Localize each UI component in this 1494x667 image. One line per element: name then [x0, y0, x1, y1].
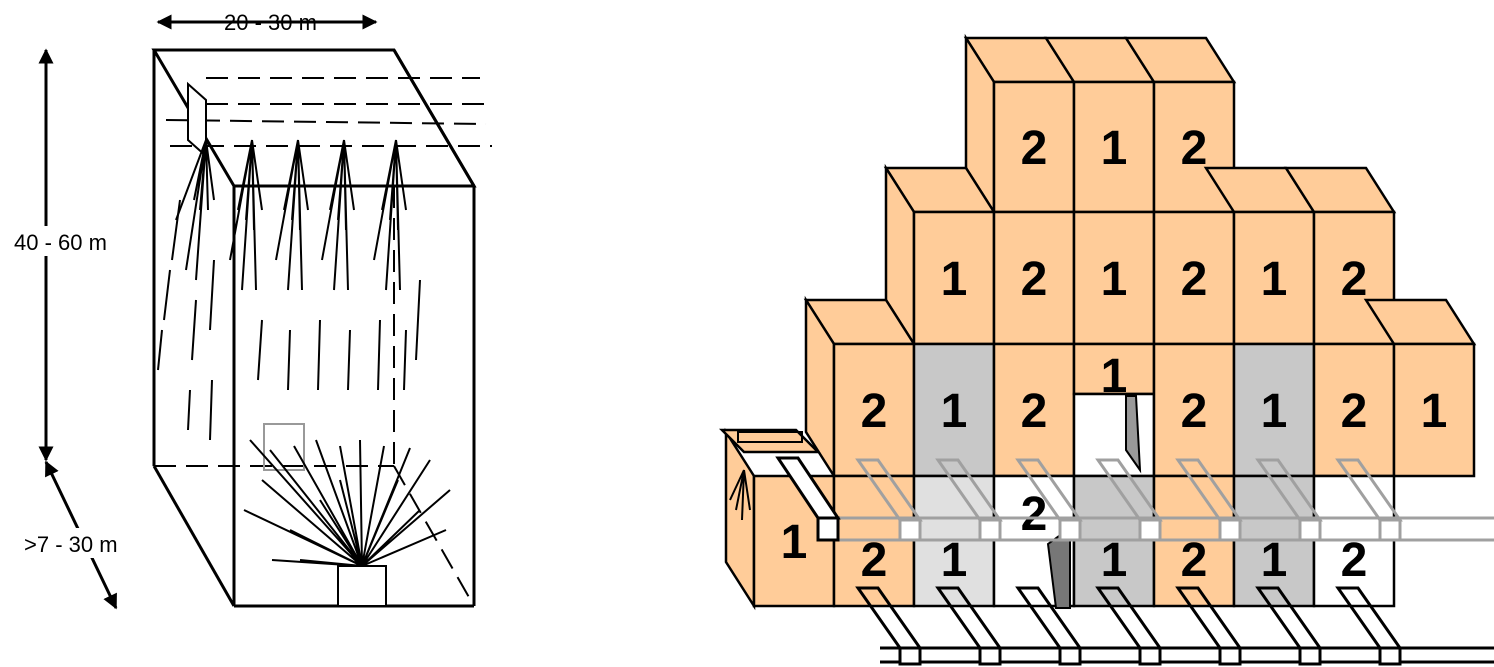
block-upper-1-label: 2	[861, 385, 888, 438]
crosscut-end-1	[898, 518, 922, 542]
drawpoint	[337, 565, 387, 607]
drawpoint-portal-7	[1378, 646, 1402, 666]
depth-label: >7 - 30 m	[24, 532, 118, 557]
block-middle-4	[1152, 210, 1236, 346]
block-lower-7-label: 1	[1261, 534, 1288, 587]
block-middle-2-label: 2	[1021, 253, 1048, 306]
block-middle-6-label: 2	[1341, 253, 1368, 306]
block-upper-5-label: 2	[1181, 385, 1208, 438]
block-upper-2-label: 1	[941, 385, 968, 438]
crosscut-end-7	[1378, 518, 1402, 542]
block-lower-8-label: 2	[1341, 534, 1368, 587]
block-top-2-label: 1	[1101, 122, 1128, 175]
void-wall	[1125, 395, 1142, 474]
end-block-fan	[729, 469, 751, 521]
block-upper-7-label: 2	[1341, 385, 1368, 438]
block-middle-3-label: 1	[1101, 253, 1128, 306]
block-upper-1	[832, 342, 916, 478]
end-block-ledge	[737, 431, 803, 443]
block-middle-4-label: 2	[1181, 253, 1208, 306]
blasthole-fans	[157, 139, 421, 441]
block-upper-3-label: 2	[1021, 385, 1048, 438]
block-middle-2	[992, 210, 1076, 346]
block-upper-5	[1152, 342, 1236, 478]
block-lower-6-label: 2	[1181, 534, 1208, 587]
block-middle-5-label: 1	[1261, 253, 1288, 306]
drawpoint-portal-2	[978, 646, 1002, 666]
block-top-3-label: 2	[1181, 122, 1208, 175]
drawpoint-portal-3	[1058, 646, 1082, 666]
height-label: 40 - 60 m	[14, 230, 107, 255]
block-upper-2	[912, 342, 996, 478]
drawpoint-portal-6	[1298, 646, 1322, 666]
block-upper-6-label: 1	[1261, 385, 1288, 438]
block-lower-3-label: 1	[941, 534, 968, 587]
block-lower-5-label: 1	[1101, 534, 1128, 587]
end-drift-portal	[816, 516, 840, 542]
block-middle-5	[1232, 210, 1316, 346]
crosscut-end-5	[1218, 518, 1242, 542]
block-upper-8-label: 1	[1421, 385, 1448, 438]
width-label: 20 - 30 m	[224, 10, 317, 35]
mined-void	[1072, 392, 1156, 478]
upward-fan	[243, 439, 451, 567]
block-top-2	[1072, 80, 1156, 214]
block-lower-2-label: 2	[861, 534, 888, 587]
crosscut-end-4	[1138, 518, 1162, 542]
crosscut-end-6	[1298, 518, 1322, 542]
stope-diagram: 20 - 30 m 40 - 60 m >7 - 30 m	[8, 10, 492, 610]
block-upper-7	[1312, 342, 1396, 478]
block-middle-1-label: 1	[941, 253, 968, 306]
drawpoint-portal-4	[1138, 646, 1162, 666]
block-middle-1	[912, 210, 996, 346]
crosscut-end-3	[1058, 518, 1082, 542]
crosscut-end-2	[978, 518, 1002, 542]
drawpoint-portal-5	[1218, 646, 1242, 666]
drawpoint-portal-1	[898, 646, 922, 666]
block-top-1-label: 2	[1021, 122, 1048, 175]
block-upper-8	[1392, 342, 1476, 478]
block-lower-1-label: 1	[781, 516, 808, 569]
block-middle-3	[1072, 210, 1156, 346]
